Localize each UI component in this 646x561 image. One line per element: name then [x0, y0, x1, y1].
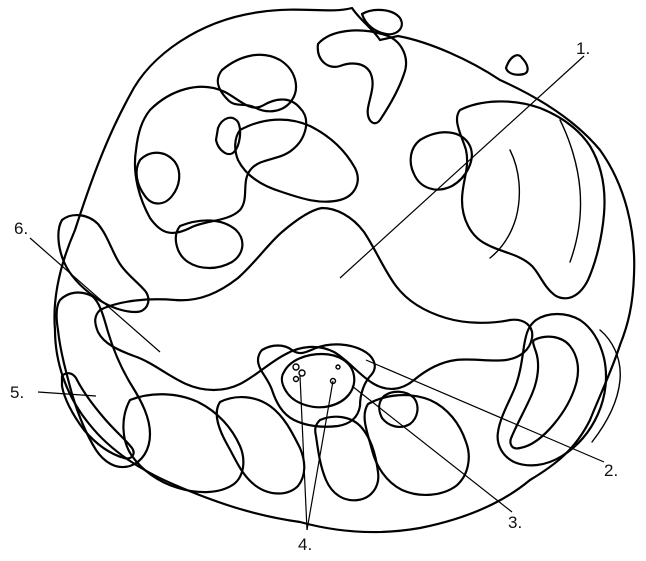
label-1: 1. — [576, 39, 590, 58]
nerve-point-a — [293, 364, 299, 370]
vessel-loop-right — [510, 337, 578, 449]
leader-line-6 — [30, 238, 160, 352]
lower-center-left — [217, 397, 305, 493]
small-droplet — [506, 55, 528, 75]
spinal-canal-outer — [258, 344, 375, 426]
right-sulcus-2 — [490, 150, 519, 258]
left-lateral-lobe — [58, 215, 148, 312]
label-6: 6. — [14, 219, 28, 238]
right-sulcus-1 — [560, 120, 581, 262]
leader-line-5 — [38, 392, 96, 396]
leader-line-4b — [307, 381, 333, 530]
nerve-point-c — [294, 377, 299, 382]
label-3: 3. — [508, 513, 522, 532]
spinal-cord — [282, 354, 354, 407]
outer-contour — [54, 8, 634, 532]
top-right-lobule — [318, 30, 406, 123]
nerve-point-e — [336, 365, 340, 369]
pons — [95, 208, 532, 390]
left-gyrus — [137, 153, 180, 204]
leader-line-1 — [340, 56, 584, 278]
nerve-point-b — [299, 370, 305, 376]
label-4: 4. — [298, 535, 312, 554]
leader-line-3 — [352, 386, 512, 512]
leader-line-2 — [366, 360, 604, 462]
upper-center-gyrus — [218, 55, 296, 111]
vessel-loop-left — [62, 373, 134, 458]
label-5: 5. — [10, 383, 24, 402]
central-hemisphere-outline — [235, 120, 358, 202]
label-2: 2. — [604, 461, 618, 480]
left-cerebellar-fold — [176, 220, 243, 268]
